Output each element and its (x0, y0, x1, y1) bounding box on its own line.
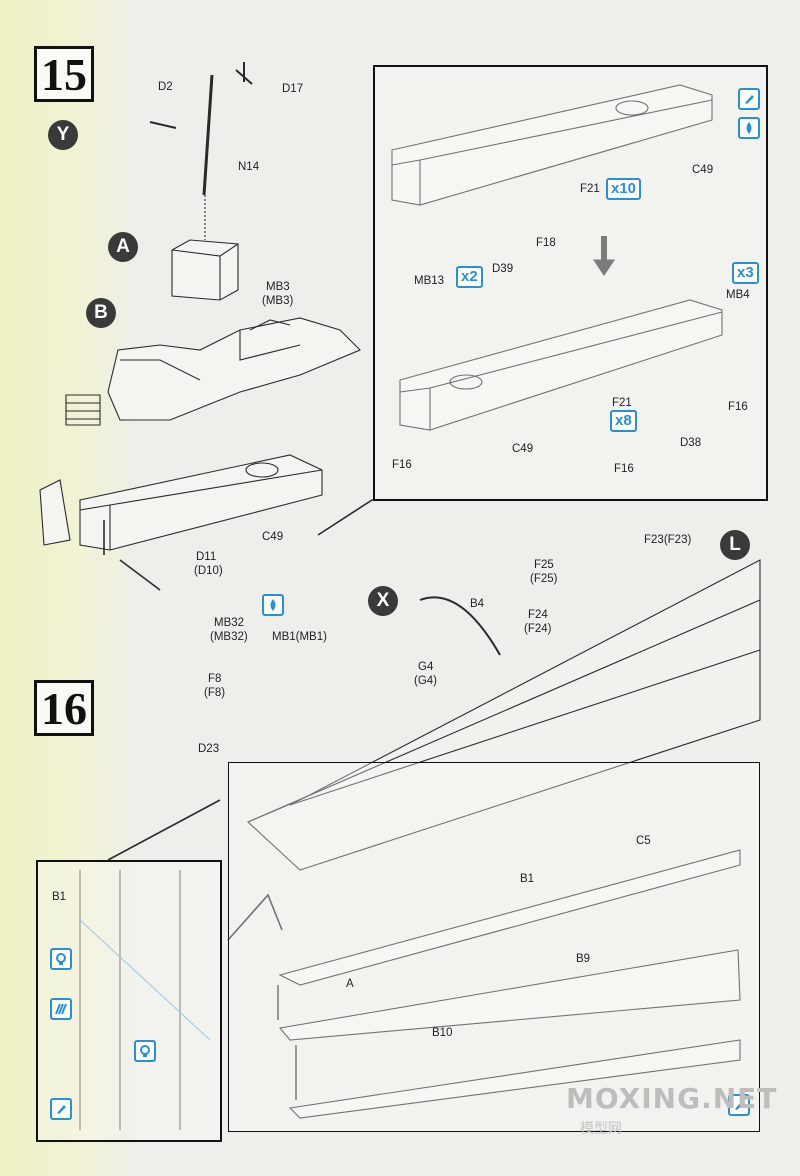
qty-x2-badge: x2 (456, 266, 483, 288)
mast-n14-drawing (202, 74, 214, 196)
inset-label-d38: D38 (680, 437, 702, 449)
label-c49: C49 (262, 531, 284, 543)
inset-label-f16-right: F16 (728, 401, 748, 413)
qty-x3-badge: x3 (732, 262, 759, 284)
marker-x-badge: X (368, 586, 398, 616)
magnify-view-icon (50, 948, 72, 970)
label-f8-alt: (F8) (204, 687, 226, 699)
inset-label-f16-bottom: F16 (614, 463, 634, 475)
inset-label-c49-bottom: C49 (512, 443, 534, 455)
inset-label-f18: F18 (536, 237, 556, 249)
detail-b1-drawing (79, 870, 181, 1130)
marker-y-badge: Y (48, 120, 78, 150)
hull-a-drawing (278, 949, 741, 1041)
label-d11: D11 (196, 551, 217, 563)
step-15-number: 15 (34, 46, 94, 102)
inset-label-f16-left: F16 (392, 459, 412, 471)
deck-c49-drawing (79, 454, 323, 551)
detail-label-b1: B1 (52, 891, 67, 903)
paint-brush-icon (728, 1094, 750, 1116)
paint-brush-icon (738, 88, 760, 110)
hull-b1-drawing (278, 849, 741, 986)
label-mb3-alt: (MB3) (262, 295, 294, 307)
hull-label-b9: B9 (576, 953, 591, 965)
label-mb3: MB3 (266, 281, 290, 293)
cement-drop-icon (262, 594, 284, 616)
label-f25: F25 (534, 559, 554, 571)
inset-label-c49-top: C49 (692, 164, 714, 176)
marker-l-badge: L (720, 530, 750, 560)
label-g4-alt: (G4) (414, 675, 437, 687)
label-f8: F8 (208, 673, 222, 685)
photo-etch-icon (50, 998, 72, 1020)
label-d2: D2 (158, 81, 173, 93)
inset-label-mb4: MB4 (726, 289, 750, 301)
label-g4: G4 (418, 661, 434, 673)
inset-label-d39: D39 (492, 263, 514, 275)
label-d11-alt: (D10) (194, 565, 223, 577)
superstructure-b-drawing (107, 317, 361, 421)
hull-label-b1: B1 (520, 873, 535, 885)
qty-x10-badge: x10 (606, 178, 642, 200)
label-d17: D17 (282, 83, 304, 95)
hull-parts-inset-panel (228, 762, 760, 1132)
magnify-view-icon (134, 1040, 156, 1062)
step-16-number: 16 (34, 680, 94, 736)
step-15-inset-panel (373, 65, 768, 501)
label-n14: N14 (238, 161, 260, 173)
label-mb32-alt: (MB32) (210, 631, 248, 643)
label-mb32: MB32 (214, 617, 245, 629)
hull-b10-drawing (288, 1039, 741, 1119)
yellow-margin-wash (0, 0, 140, 1176)
label-f24-alt: (F24) (524, 623, 552, 635)
label-f23: F23(F23) (644, 534, 692, 546)
label-d23: D23 (198, 743, 220, 755)
inset-label-f21-top: F21 (580, 183, 600, 195)
inset-label-mb13: MB13 (414, 275, 445, 287)
subassembly-b-badge: B (86, 298, 116, 328)
paint-brush-icon (50, 1098, 72, 1120)
hull-label-c5: C5 (636, 835, 651, 847)
label-mb1: MB1(MB1) (272, 631, 327, 643)
label-f24: F24 (528, 609, 548, 621)
watermark-logo: MOXING.NET (566, 1082, 778, 1115)
inset-label-f21-bottom: F21 (612, 397, 632, 409)
qty-x8-badge: x8 (610, 410, 637, 432)
block-a-drawing (171, 239, 239, 301)
label-f25-alt: (F25) (530, 573, 558, 585)
watermark-sub: 模型网 (580, 1121, 622, 1137)
cement-drop-icon (738, 117, 760, 139)
label-b4: B4 (470, 598, 485, 610)
hull-label-a: A (346, 978, 354, 990)
hull-label-b10: B10 (432, 1027, 453, 1039)
subassembly-a-badge: A (108, 232, 138, 262)
